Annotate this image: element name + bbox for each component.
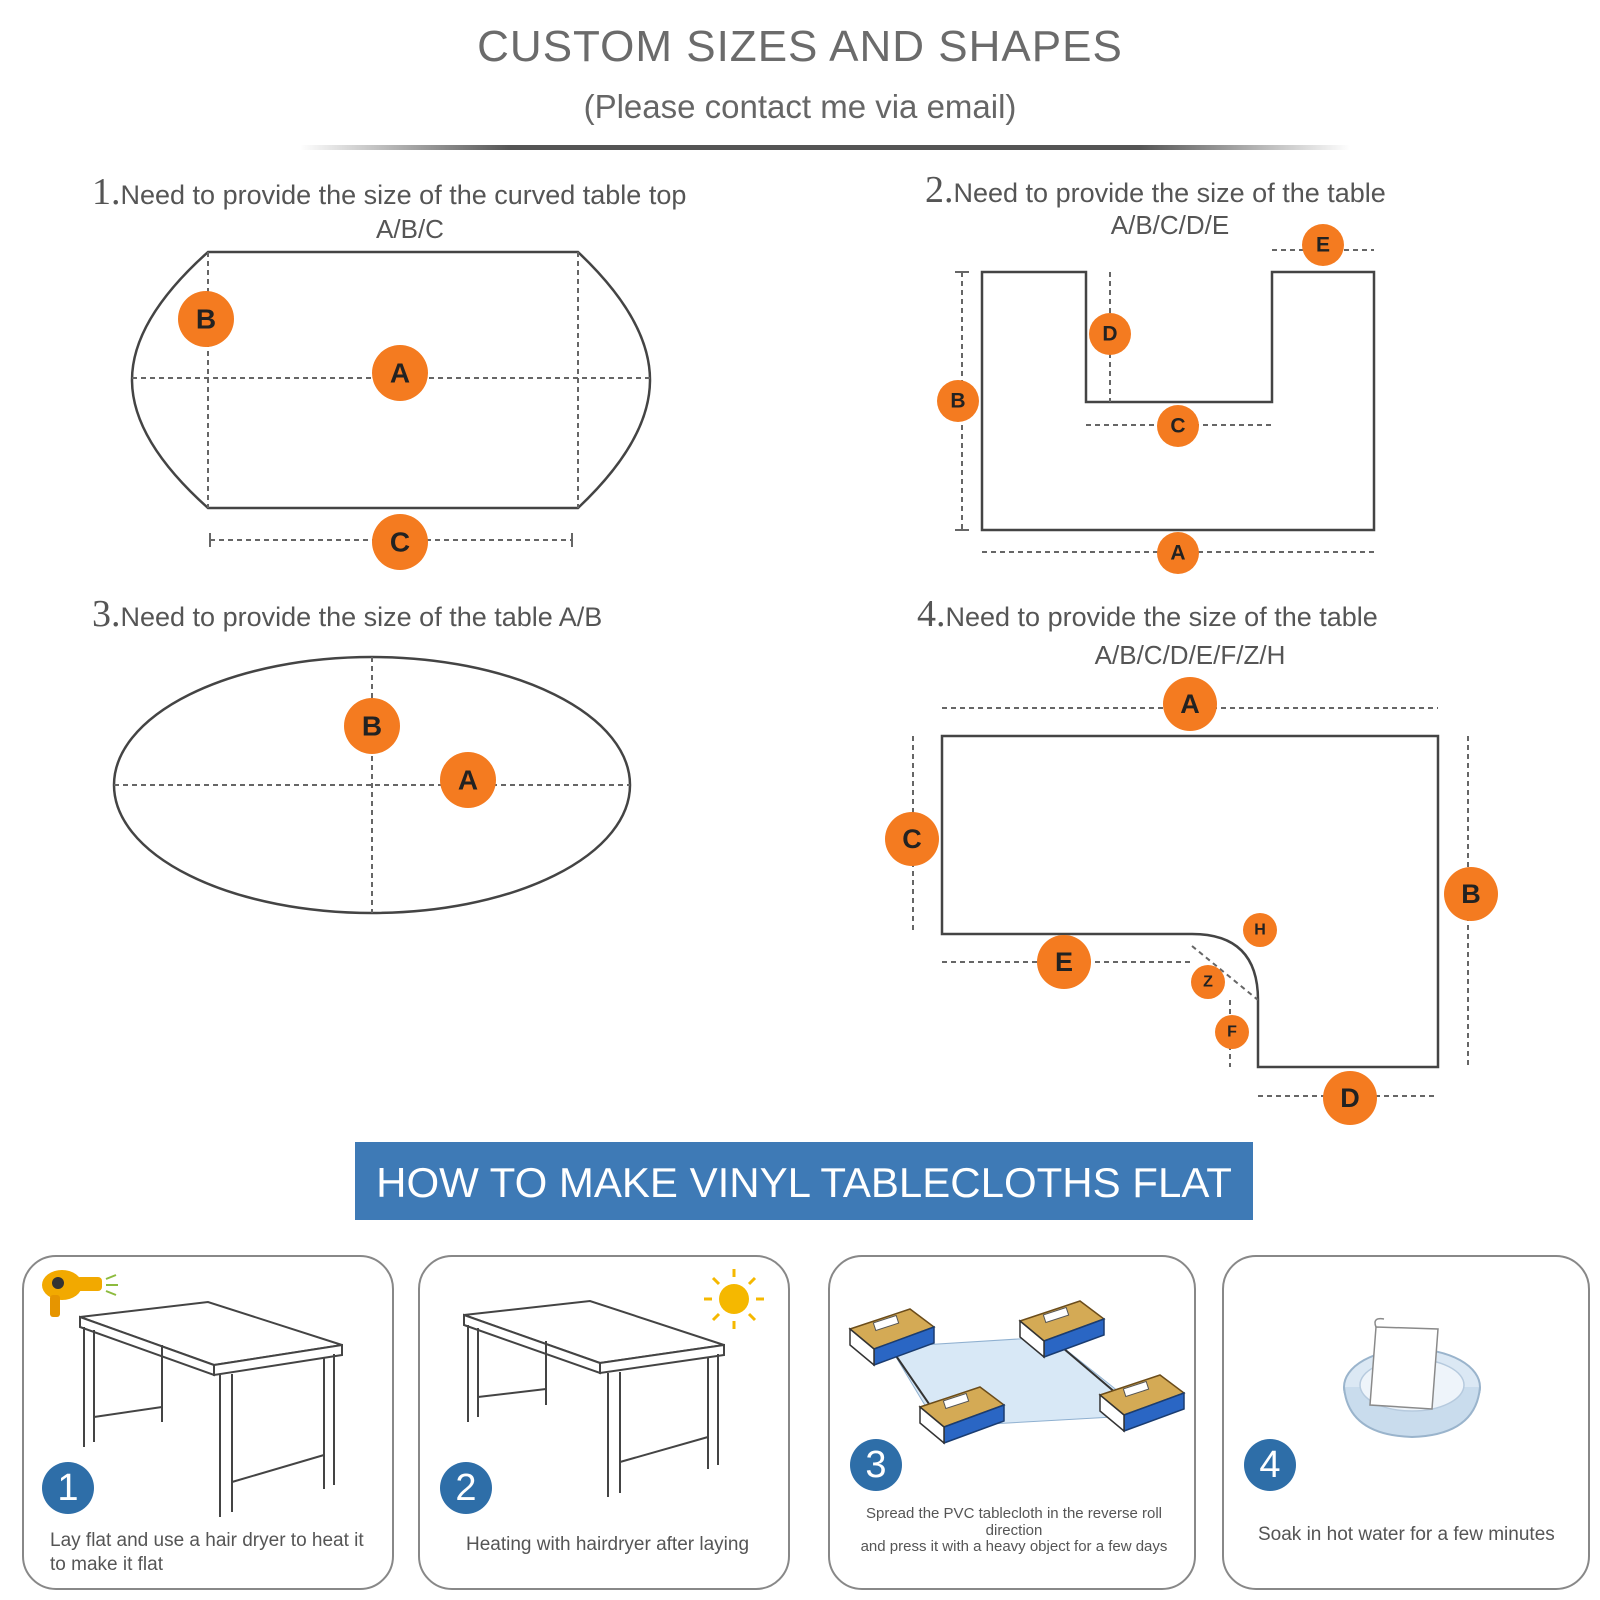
section-2-number: 2. [925, 169, 954, 211]
water-basin-icon [1343, 1317, 1481, 1439]
badge-a: A [440, 752, 496, 808]
badge-a: A [372, 345, 428, 401]
svg-text:E: E [1055, 947, 1073, 977]
dimension-diagrams: B A C B D C A E B A A C B [112, 224, 1498, 1125]
step-4-number: 4 [1244, 1439, 1296, 1491]
svg-text:B: B [950, 390, 965, 413]
badge-c: C [1157, 405, 1199, 447]
binder-illustration [848, 1300, 1186, 1445]
diagram-l-table: A C B E H Z F D [885, 677, 1498, 1125]
svg-text:D: D [1340, 1083, 1360, 1113]
badge-c: C [885, 812, 939, 866]
section-2-text: Need to provide the size of the table [953, 178, 1386, 208]
svg-text:B: B [362, 711, 382, 742]
step-3-caption-line1: Spread the PVC tablecloth in the reverse… [866, 1505, 1162, 1539]
svg-text:A: A [458, 765, 478, 796]
step-card-3: 3 Spread the PVC tablecloth in the rever… [828, 1255, 1196, 1590]
svg-text:D: D [1102, 323, 1117, 346]
section-1-text: Need to provide the size of the curved t… [120, 180, 687, 210]
diagram-curved-table: B A C [130, 250, 652, 570]
sun-icon [704, 1269, 764, 1329]
svg-text:E: E [1316, 234, 1330, 257]
badge-e: E [1302, 224, 1344, 266]
svg-text:C: C [390, 527, 410, 558]
badge-b: B [344, 698, 400, 754]
section-4-title: 4.Need to provide the size of the table [917, 592, 1378, 636]
badge-e: E [1037, 935, 1091, 989]
badge-z: Z [1191, 965, 1225, 999]
binder-icon [848, 1300, 1186, 1445]
table-illustration [42, 1270, 343, 1517]
badge-b: B [937, 380, 979, 422]
header-divider [300, 145, 1350, 150]
section-1-subtitle: A/B/C [376, 214, 444, 244]
section-2-subtitle: A/B/C/D/E [1110, 210, 1230, 240]
svg-text:C: C [902, 824, 922, 854]
svg-text:H: H [1254, 922, 1266, 939]
page-title: CUSTOM SIZES AND SHAPES [477, 22, 1123, 71]
badge-b: B [1444, 867, 1498, 921]
badge-d: D [1323, 1071, 1377, 1125]
svg-text:Z: Z [1203, 974, 1213, 991]
section-1-title: 1.Need to provide the size of the curved… [92, 170, 686, 214]
svg-text:B: B [196, 304, 216, 335]
section-4-subtitle: A/B/C/D/E/F/Z/H [1094, 640, 1286, 670]
badge-a: A [1163, 677, 1217, 731]
instructions-banner: HOW TO MAKE VINYL TABLECLOTHS FLAT [355, 1142, 1253, 1220]
badge-f: F [1215, 1015, 1249, 1049]
section-4-text: Need to provide the size of the table [945, 602, 1378, 632]
step-2-number: 2 [440, 1462, 492, 1514]
step-1-number: 1 [42, 1462, 94, 1514]
table-illustration [463, 1269, 764, 1497]
section-3-title: 3.Need to provide the size of the table … [92, 592, 602, 636]
svg-text:F: F [1227, 1024, 1237, 1041]
svg-text:A: A [1170, 542, 1185, 565]
section-3-number: 3. [92, 593, 121, 635]
step-card-4: 4 Soak in hot water for a few minutes [1222, 1255, 1590, 1590]
diagram-u-table: B D C A E [937, 224, 1376, 574]
svg-text:A: A [390, 358, 410, 389]
page-subtitle: (Please contact me via email) [583, 88, 1017, 125]
step-1-caption: Lay flat and use a hair dryer to heat it… [50, 1530, 364, 1575]
step-4-caption: Soak in hot water for a few minutes [1258, 1524, 1555, 1545]
step-2-caption: Heating with hairdryer after laying [466, 1534, 750, 1555]
basin-illustration [1343, 1317, 1481, 1439]
step-3-caption-line2: and press it with a heavy object for a f… [860, 1538, 1168, 1555]
svg-text:C: C [1170, 415, 1185, 438]
badge-b: B [178, 291, 234, 347]
step-card-2: 2 Heating with hairdryer after laying [418, 1255, 790, 1590]
svg-text:A: A [1180, 689, 1200, 719]
section-1-number: 1. [92, 171, 121, 213]
section-3-text: Need to provide the size of the table A/… [120, 602, 603, 632]
badge-c: C [372, 514, 428, 570]
section-2-title: 2.Need to provide the size of the table [925, 168, 1386, 212]
step-card-1: 1 Lay flat and use a hair dryer to heat … [22, 1255, 394, 1590]
badge-h: H [1243, 913, 1277, 947]
section-4-number: 4. [917, 593, 946, 635]
svg-text:B: B [1461, 879, 1481, 909]
badge-d: D [1089, 313, 1131, 355]
badge-a: A [1157, 532, 1199, 574]
hair-dryer-icon [42, 1270, 118, 1317]
diagram-oval-table: B A [112, 655, 632, 915]
step-3-number: 3 [850, 1439, 902, 1491]
